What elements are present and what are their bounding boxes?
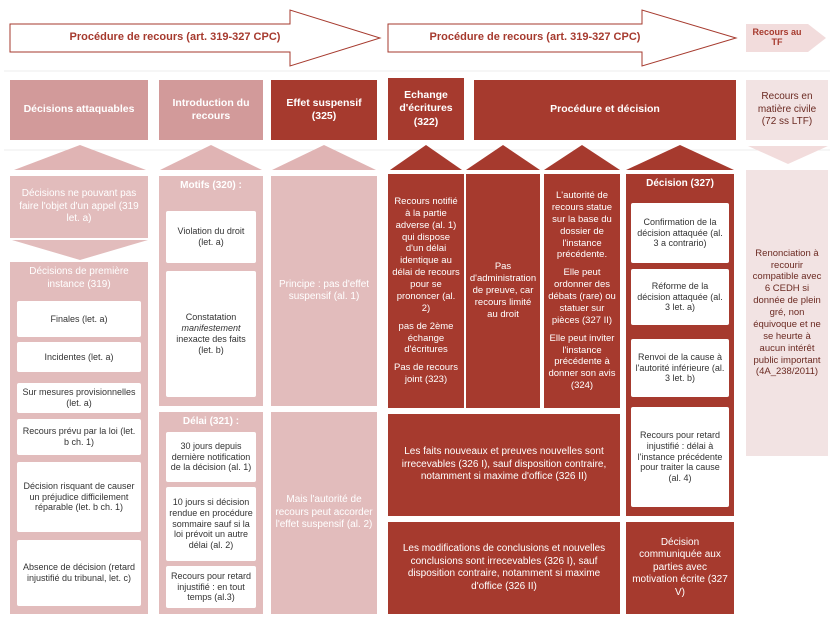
arrow-shape-left xyxy=(9,9,382,67)
col1-group-title: Décisions de première instance (319) xyxy=(29,266,129,290)
effet-principe-box: Principe : pas d'effet suspensif (al. 1) xyxy=(271,176,377,406)
triangle-effet xyxy=(272,145,376,170)
administration-box: Pas d'administration de preuve, car reco… xyxy=(466,174,540,408)
decision-reforme: Réforme de la décision attaquée (al. 3 l… xyxy=(631,269,729,325)
col1-item-finales: Finales (let. a) xyxy=(17,301,141,337)
motif-constatation: Constatation manifestement inexacte des … xyxy=(166,271,256,397)
decision-retard: Recours pour retard injustifié : délai à… xyxy=(631,407,729,507)
echange-box: Recours notifié à la partie adverse (al.… xyxy=(388,174,464,408)
arrow-shape-middle xyxy=(387,9,738,67)
modifications-box: Les modifications de conclusions et nouv… xyxy=(388,522,620,614)
effet-mais-box: Mais l'autorité de recours peut accorder… xyxy=(271,412,377,614)
delai-10-jours: 10 jours si décision rendue en procédure… xyxy=(166,487,256,561)
col1-item-recours-prevu: Recours prévu par la loi (let. b ch. 1) xyxy=(17,419,141,455)
col1-item-incidentes: Incidentes (let. a) xyxy=(17,342,141,372)
motif-violation: Violation du droit (let. a) xyxy=(166,211,256,263)
faits-nouveaux-box: Les faits nouveaux et preuves nouvelles … xyxy=(388,414,620,516)
decision-confirmation: Confirmation de la décision attaquée (al… xyxy=(631,203,729,263)
triangle-echange xyxy=(390,145,462,170)
autorite-box: L'autorité de recours statue sur la base… xyxy=(544,174,620,408)
header-procedure: Procédure et décision xyxy=(474,80,736,140)
col1-top-box: Décisions ne pouvant pas faire l'objet d… xyxy=(10,176,148,238)
decision-communiquee-box: Décision communiquée aux parties avec mo… xyxy=(626,522,734,614)
arrow-shape-right xyxy=(746,24,826,52)
arrow-label-right: Recours au TF xyxy=(752,27,802,48)
delai-30-jours: 30 jours depuis dernière notification de… xyxy=(166,432,256,482)
col1-item-mesures: Sur mesures provisionnelles (let. a) xyxy=(17,383,141,413)
arrow-label-middle: Procédure de recours (art. 319-327 CPC) xyxy=(429,31,641,43)
decision-renvoi: Renvoi de la cause à l'autorité inférieu… xyxy=(631,339,729,397)
triangle-introduction xyxy=(160,145,262,170)
triangle-col1-down xyxy=(12,240,148,260)
renonciation-box: Renonciation à recourir compatible avec … xyxy=(746,170,828,456)
col1-item-absence: Absence de décision (retard injustifié d… xyxy=(17,540,141,606)
motifs-title: Motifs (320) : xyxy=(180,180,242,191)
triangle-pas xyxy=(466,145,540,170)
header-echange: Echange d'écritures (322) xyxy=(388,78,464,140)
triangle-tf-down xyxy=(748,146,828,164)
col1-item-prejudice: Décision risquant de causer un préjudice… xyxy=(17,462,141,532)
delai-title: Délai (321) : xyxy=(182,416,240,427)
header-decisions: Décisions attaquables xyxy=(10,80,148,140)
triangle-autorite xyxy=(544,145,620,170)
arrow-label-left: Procédure de recours (art. 319-327 CPC) xyxy=(69,31,281,43)
decision-title: Décision (327) xyxy=(646,178,714,189)
delai-retard: Recours pour retard injustifié : en tout… xyxy=(166,566,256,608)
header-effet: Effet suspensif (325) xyxy=(271,80,377,140)
header-civile: Recours en matière civile (72 ss LTF) xyxy=(746,80,828,140)
triangle-decisions xyxy=(14,145,146,170)
triangle-decision xyxy=(626,145,734,170)
header-introduction: Introduction du recours xyxy=(159,80,263,140)
